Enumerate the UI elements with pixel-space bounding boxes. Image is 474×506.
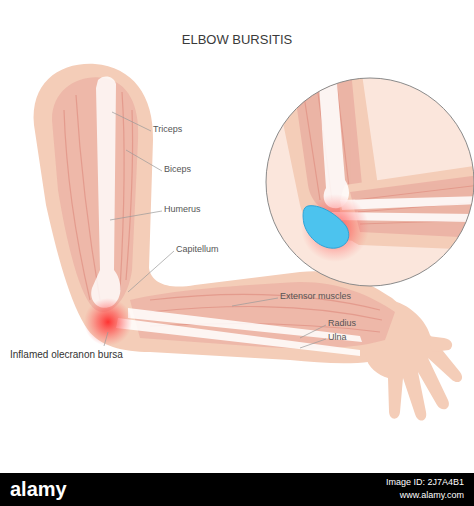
part-label: Triceps [153,125,182,135]
bursa-fluid [303,206,349,249]
image-id: Image ID: 2J7A4B1 [386,478,464,488]
watermark-logo: alamy [10,478,67,500]
part-label: Capitellum [176,245,219,255]
upper-arm-muscles [52,77,138,312]
inset-zoom [260,60,474,300]
inset-border [266,78,474,286]
diagram-title: ELBOW BURSITIS [182,33,293,47]
inflamed-bursa-glow [84,298,132,346]
part-label: Humerus [164,205,201,215]
part-label: Radius [328,319,356,329]
thumb [428,336,452,352]
callout-label: Inflamed olecranon bursa [10,349,123,360]
humerus-bone [91,77,120,308]
stock-bar [0,473,474,506]
part-label: Ulna [328,333,347,343]
source-url: www.alamy.com [400,491,464,501]
part-label: Extensor muscles [280,292,351,302]
ulna-bone [116,318,360,356]
leader-lines [104,112,326,348]
part-label: Biceps [164,165,191,175]
